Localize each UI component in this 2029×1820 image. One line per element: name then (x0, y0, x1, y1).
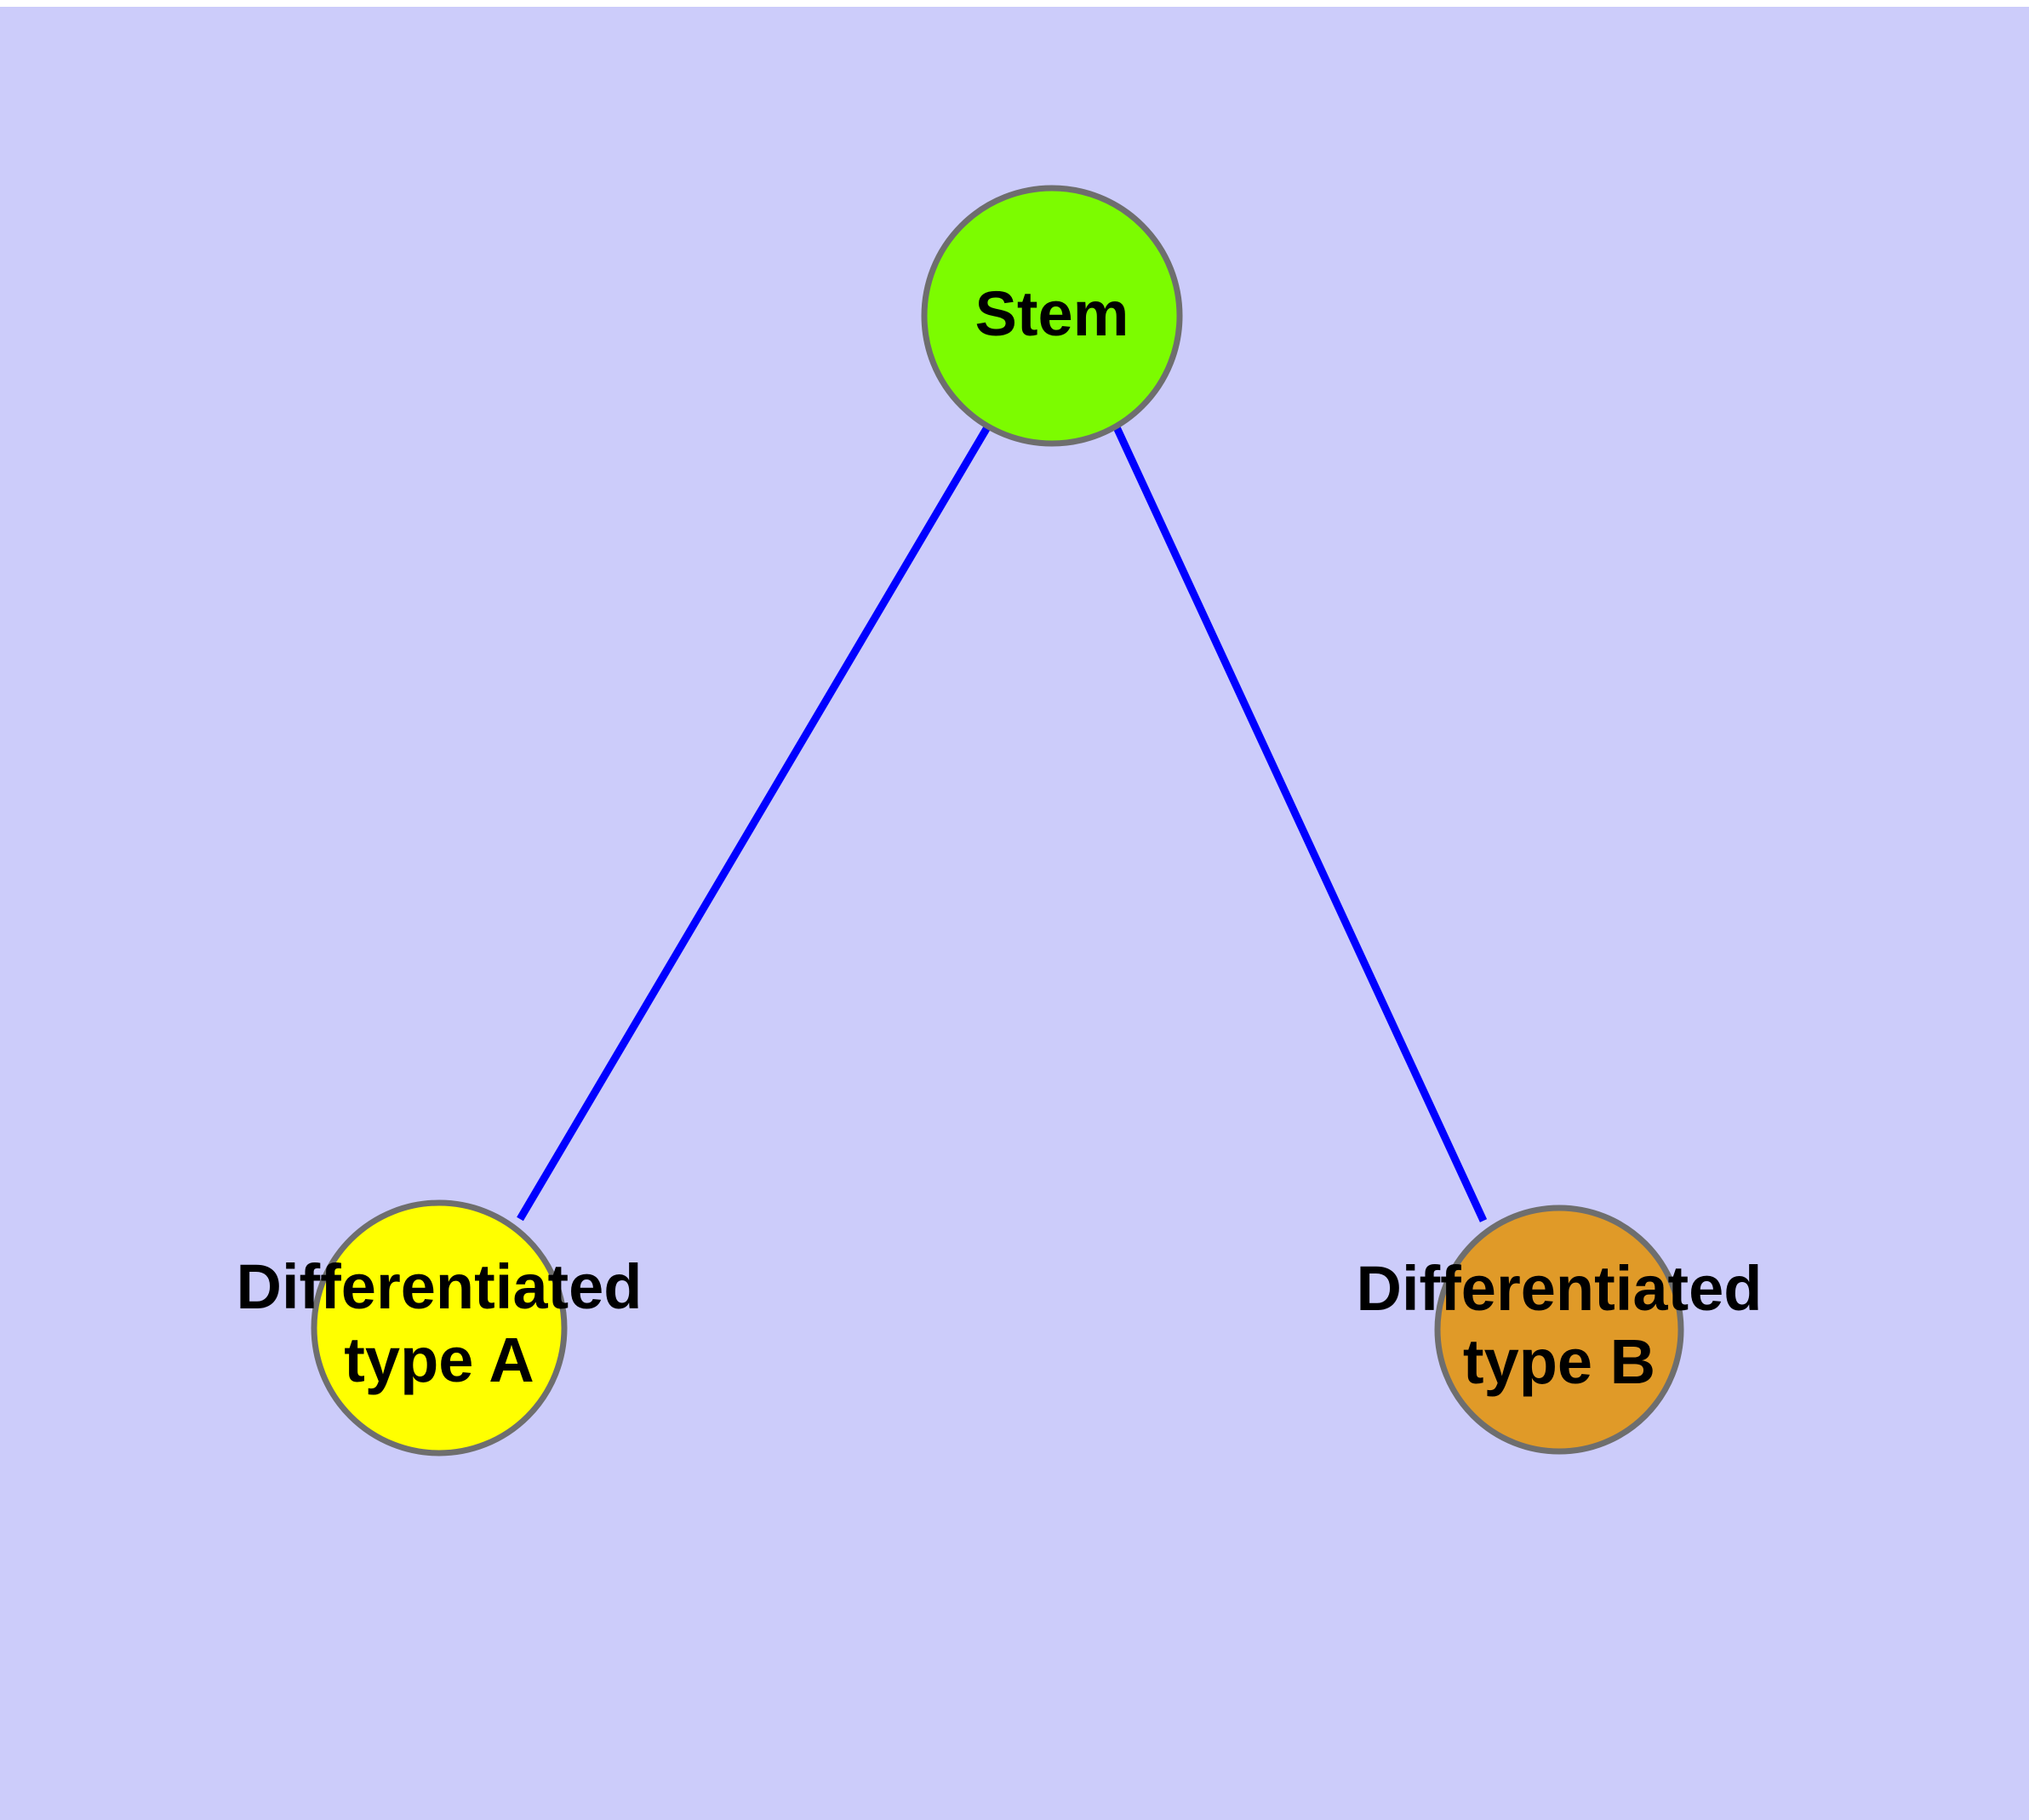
top-white-strip (0, 0, 2029, 7)
node-label-line: Differentiated (237, 1251, 643, 1322)
node-label-stem: Stem (975, 278, 1129, 349)
node-label-line: Stem (975, 278, 1129, 349)
node-label-line: Differentiated (1357, 1253, 1763, 1324)
node-diff_b[interactable] (1434, 1205, 1684, 1455)
node-diff_a[interactable] (311, 1199, 568, 1457)
edge-stem-to-diff_a[interactable] (517, 425, 991, 1222)
edge-stem-to-diff_b[interactable] (1112, 426, 1488, 1222)
nodes-layer (311, 185, 1684, 1457)
node-stem[interactable] (921, 185, 1183, 447)
node-label-line: type B (1463, 1326, 1655, 1397)
node-label-line: type A (344, 1325, 534, 1395)
edges-layer (517, 425, 1488, 1222)
